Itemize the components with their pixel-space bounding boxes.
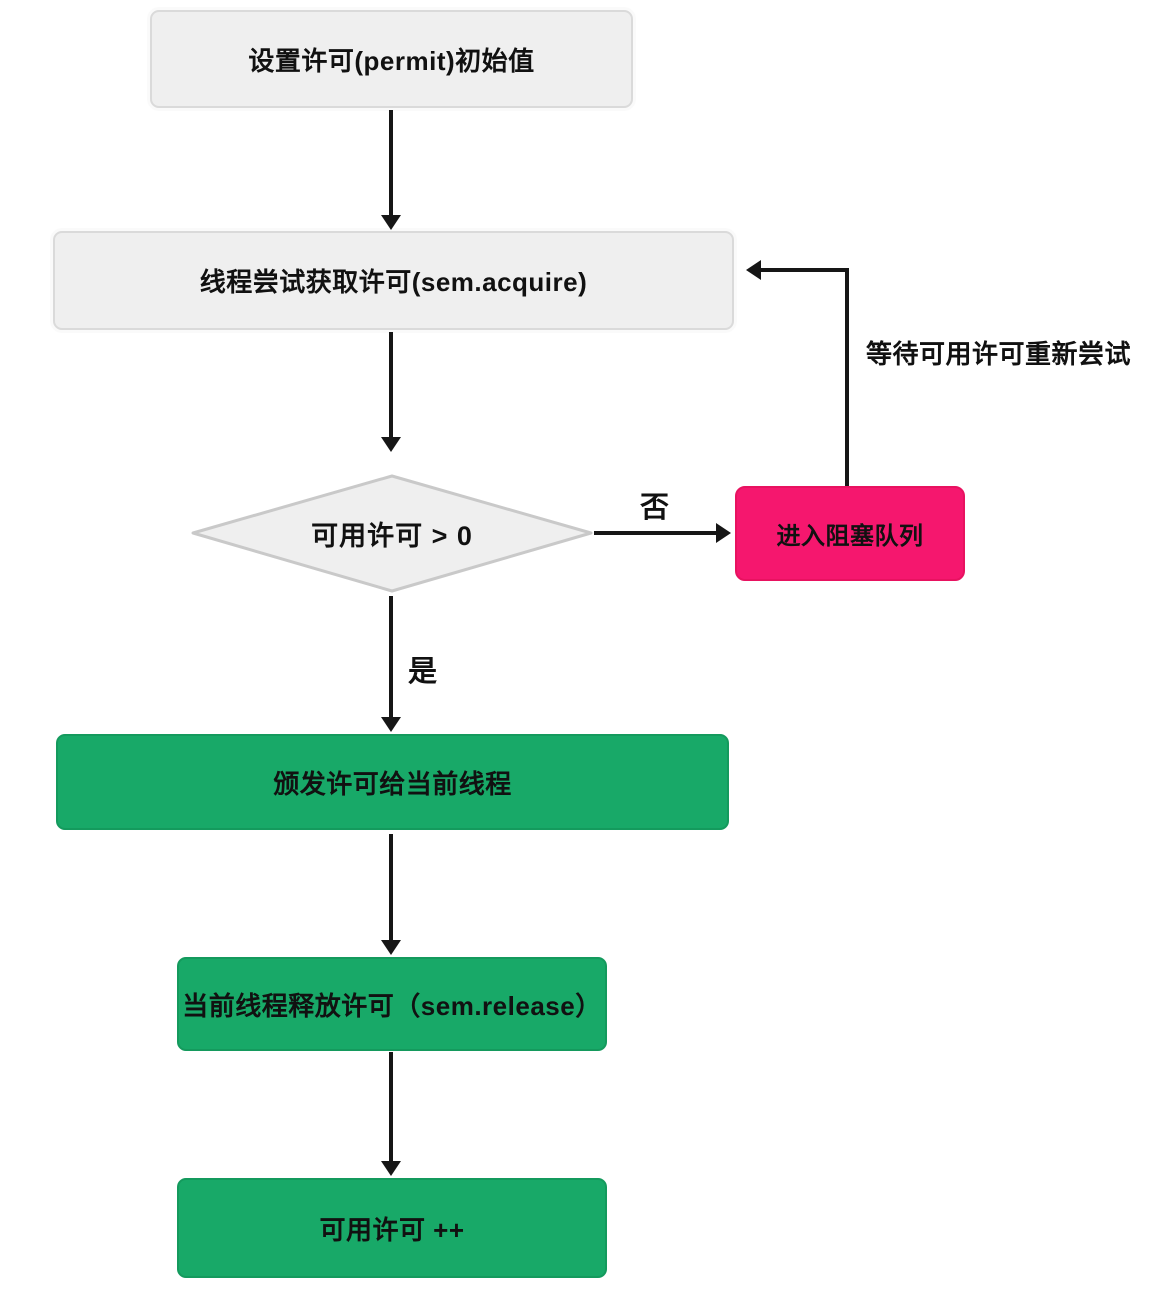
edge-label-retry: 等待可用许可重新尝试 (866, 339, 1132, 369)
node-grant-label: 颁发许可给当前线程 (273, 768, 512, 799)
decision-label: 可用许可 > 0 (311, 521, 473, 551)
node-increment-label: 可用许可 ++ (319, 1214, 465, 1245)
arrow-retry-vertical (845, 268, 849, 486)
arrow-retry-head (746, 260, 761, 280)
node-acquire: 线程尝试获取许可(sem.acquire) (53, 231, 734, 330)
node-increment-permits: 可用许可 ++ (177, 1178, 607, 1278)
node-release-permit: 当前线程释放许可（sem.release） (177, 957, 607, 1051)
arrow-retry-horizontal (760, 268, 849, 272)
node-set-permit: 设置许可(permit)初始值 (150, 10, 633, 108)
arrow-grant-to-release (381, 834, 401, 955)
node-set-permit-label: 设置许可(permit)初始值 (248, 45, 535, 76)
diamond-shape (191, 474, 593, 593)
node-enter-blocking-queue: 进入阻塞队列 (735, 486, 965, 581)
node-acquire-label: 线程尝试获取许可(sem.acquire) (199, 267, 588, 297)
arrow-release-to-increment (381, 1052, 401, 1176)
edge-label-yes: 是 (408, 656, 438, 688)
arrow-set-to-acquire (381, 110, 401, 230)
edge-label-no: 否 (640, 492, 670, 524)
decision-available-permits: 可用许可 > 0 (191, 473, 593, 594)
arrow-no-head (716, 523, 731, 543)
arrow-acquire-to-decision (381, 332, 401, 452)
node-grant-permit: 颁发许可给当前线程 (56, 734, 729, 830)
node-blocking-label: 进入阻塞队列 (776, 523, 924, 550)
node-release-label: 当前线程释放许可（sem.release） (182, 990, 602, 1021)
arrow-no-line (594, 531, 716, 535)
arrow-yes (381, 596, 401, 732)
